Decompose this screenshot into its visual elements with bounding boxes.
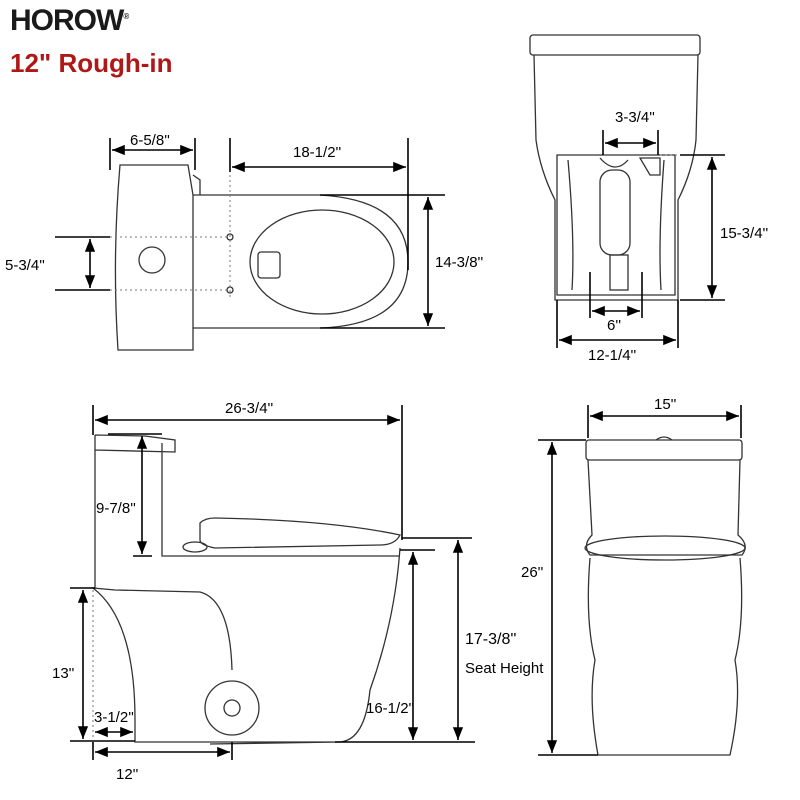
rough-in-title: 12" Rough-in [10, 48, 173, 78]
dim-front-width: 15'' [654, 396, 677, 413]
dim-base-width: 12-1/4'' [588, 347, 636, 364]
seat-front [584, 535, 746, 561]
rear-view: 3-3/4'' 15-3/4'' 6'' 12-1/4'' [529, 34, 768, 364]
seat-height-label: Seat Height [465, 660, 544, 677]
registered-mark: ® [123, 12, 130, 21]
brand-logo: HOROW® [10, 4, 129, 38]
seat-opening [249, 209, 395, 315]
dim-bolt-to-front: 18-1/2'' [293, 144, 341, 161]
bowl-outline [193, 194, 409, 329]
outlet-side [204, 680, 260, 736]
flush-hole [257, 251, 281, 279]
dim-bowl-height: 16-1/2'' [366, 700, 414, 717]
tank-lid-front [585, 439, 743, 461]
tank-side [94, 434, 400, 588]
dim-bolt-spacing: 5-3/4'' [5, 257, 45, 274]
dim-tank-depth: 6-5/8'' [130, 132, 170, 149]
dim-seat-height: 17-3/8'' [465, 631, 516, 648]
tank-lid [529, 34, 701, 56]
tank-outline [114, 164, 194, 351]
side-view: 26-3/4'' 9-7/8'' 13'' 3-1/2'' 12'' 16-1/… [52, 400, 544, 783]
dim-rear-offset: 3-1/2'' [94, 709, 134, 726]
dim-tank-height: 9-7/8'' [96, 500, 136, 517]
rear-body [533, 54, 699, 301]
dim-overall-length: 26-3/4'' [225, 400, 273, 417]
dim-bolt-spacing-rear: 6'' [607, 317, 621, 334]
front-view: 15'' 26'' [521, 396, 746, 756]
dim-rough-in: 12'' [116, 766, 139, 783]
dim-supply-offset: 3-3/4'' [615, 109, 655, 126]
front-body [585, 459, 746, 556]
dim-cutout-height: 15-3/4'' [720, 225, 768, 242]
dim-bowl-width: 14-3/8'' [435, 254, 483, 271]
dim-rear-height: 13'' [52, 665, 75, 682]
bowl-side [90, 547, 401, 745]
dim-overall-height: 26'' [521, 564, 544, 581]
brand-name: HOROW [10, 4, 124, 37]
seat-lid [199, 517, 401, 549]
outlet-hole [138, 246, 166, 274]
top-view: 6-5/8'' 18-1/2'' 5-3/4'' 14-3/8'' [5, 132, 483, 351]
trapway [599, 169, 631, 256]
